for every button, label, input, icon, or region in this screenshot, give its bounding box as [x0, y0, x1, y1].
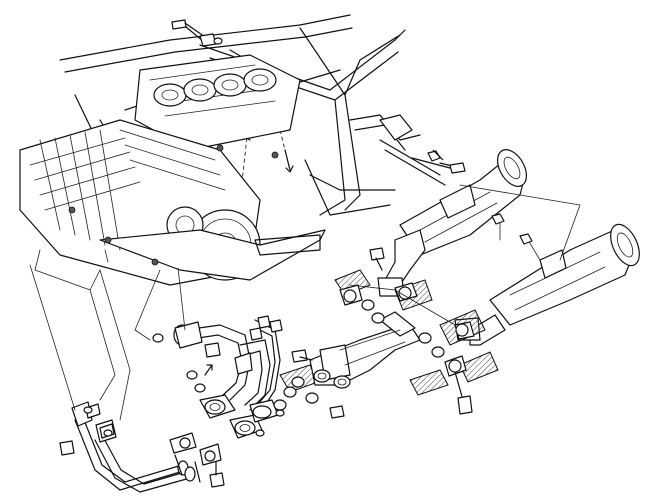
bolt-icon	[171, 19, 223, 47]
clamp-icon	[85, 321, 253, 466]
gasket-icon	[83, 299, 445, 437]
engine-block-icon	[19, 54, 326, 376]
exhaust-pipe-icon	[309, 311, 421, 389]
bolt-icon	[411, 157, 466, 174]
exhaust-pipe-icon	[71, 319, 281, 493]
clamp-icon	[339, 282, 475, 415]
gasket-icon	[409, 369, 449, 396]
muffler-icon	[377, 149, 640, 346]
bolt-icon	[59, 247, 385, 488]
nut-icon	[427, 149, 533, 245]
